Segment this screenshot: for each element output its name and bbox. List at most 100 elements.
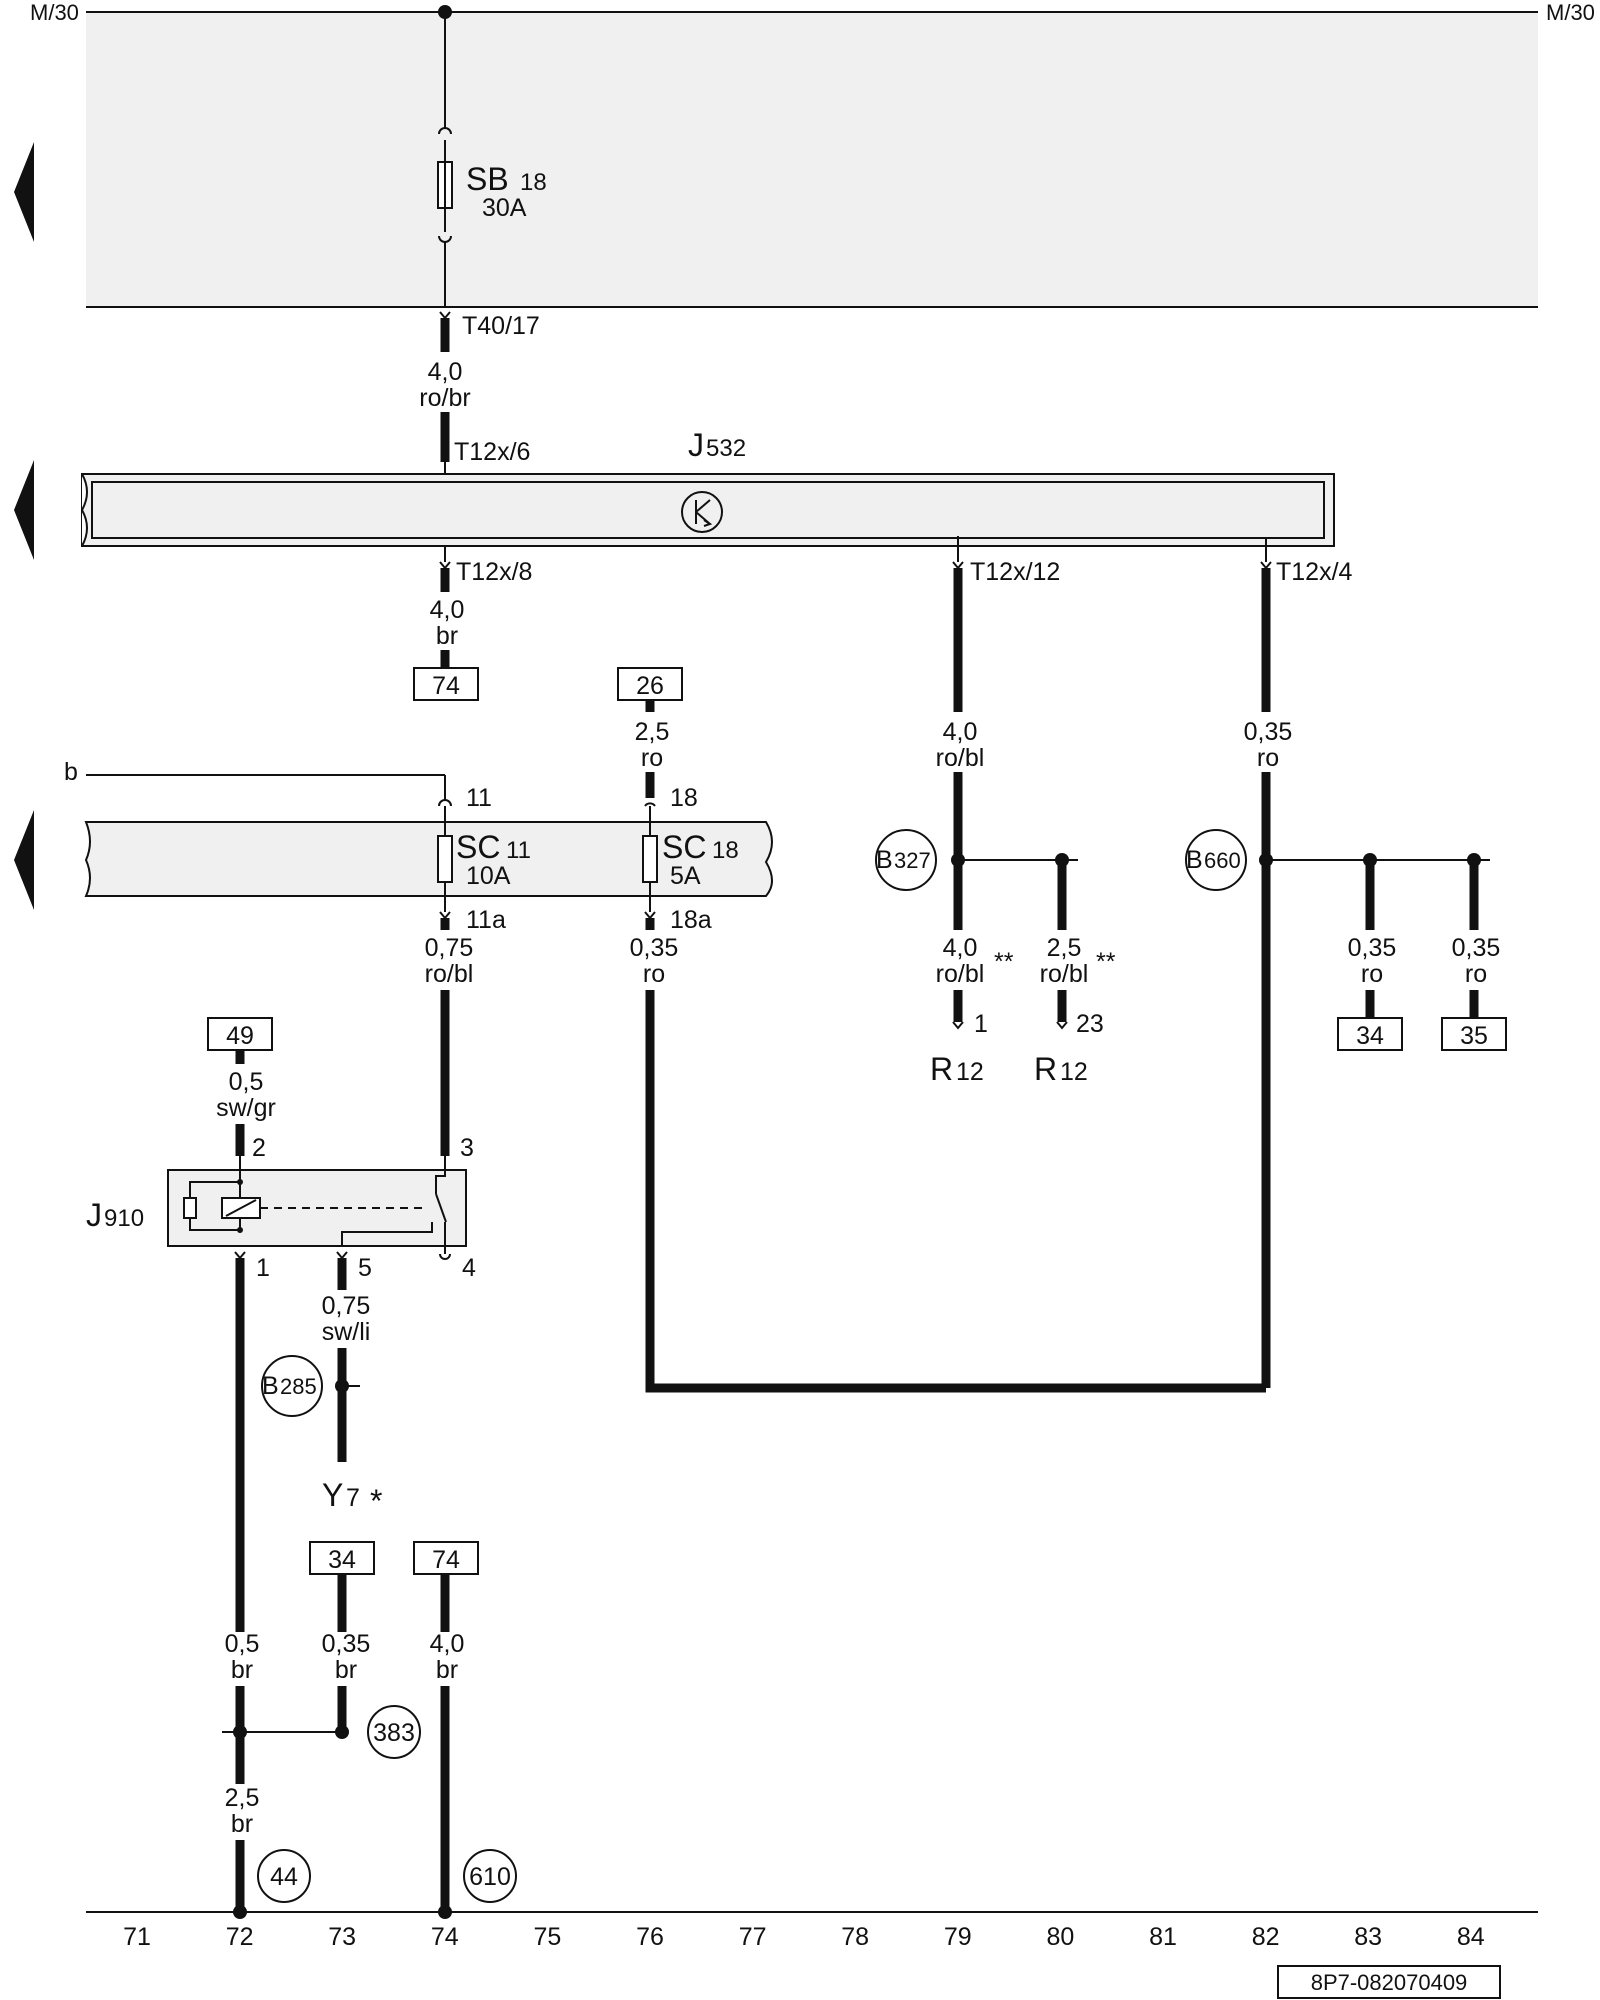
node-44 xyxy=(257,1849,311,1903)
ref-26: 26 xyxy=(636,672,664,700)
wire-label-color: sw/li xyxy=(322,1318,371,1346)
wire-label-size: 0,5 xyxy=(229,1068,264,1096)
wire-label-size: 0,35 xyxy=(1452,934,1501,962)
r12-right-pin: 23 xyxy=(1076,1010,1104,1038)
ref-74: 74 xyxy=(432,672,460,700)
wire-label-color: ro/bl xyxy=(425,960,474,988)
relay-pin-1-icon xyxy=(234,1251,246,1260)
wire-label-size: 4,0 xyxy=(428,358,463,386)
wire-sc18-loop xyxy=(645,990,1266,1393)
fuse-sc18-out-icon xyxy=(644,911,656,920)
wire-label-size: 0,35 xyxy=(1348,934,1397,962)
fuse-sb-rating: 30A xyxy=(482,194,527,222)
fuse-sc18-icon xyxy=(642,835,658,883)
wire-label-size: 4,0 xyxy=(430,596,465,624)
connector-t12x-6: T12x/6 xyxy=(454,438,530,466)
ref-box-34-lower xyxy=(309,1541,375,1575)
wire-label-size: 4,0 xyxy=(943,718,978,746)
fuse-sc11-out-icon xyxy=(439,911,451,920)
fuse-sb-name: SB xyxy=(466,161,509,197)
signal-b-label: b xyxy=(64,758,78,786)
y7-num: 7 xyxy=(346,1484,360,1512)
left-arrow-1-icon xyxy=(14,142,34,242)
connector-t12x-12: T12x/12 xyxy=(970,558,1060,586)
fuse-sb-cap-top xyxy=(438,127,452,135)
left-arrow-2-icon xyxy=(14,460,34,560)
j910-name: J xyxy=(86,1197,102,1233)
ref-box-74 xyxy=(413,667,479,701)
wire-label-color: ro/br xyxy=(419,384,470,412)
node-b660-name: B xyxy=(1186,846,1203,874)
rail-label-left: M/30 xyxy=(30,0,79,25)
wire-label-color: br xyxy=(335,1656,357,1684)
grid-number: 78 xyxy=(841,1923,869,1951)
wire-label-color: ro xyxy=(641,744,663,772)
fuse-sc18-pin-in: 18 xyxy=(670,784,698,812)
grid-number: 72 xyxy=(226,1923,254,1951)
transistor-symbol xyxy=(695,499,713,527)
y7-name: Y xyxy=(322,1477,343,1513)
node-b285-name: B xyxy=(262,1372,279,1400)
grid-number: 71 xyxy=(123,1923,151,1951)
wire-label-size: 0,35 xyxy=(1244,718,1293,746)
wire-label-color: ro/bl xyxy=(1040,960,1089,988)
r12-right-mark: ** xyxy=(1096,948,1116,976)
wire-label-size: 0,75 xyxy=(425,934,474,962)
wire-label-color: ro xyxy=(1465,960,1487,988)
fuse-sc18-name: SC xyxy=(662,829,706,865)
left-arrow-3-icon xyxy=(14,810,34,910)
node-b285 xyxy=(261,1355,323,1417)
relay-pin-4: 4 xyxy=(462,1254,476,1282)
wire-label-color: ro xyxy=(1361,960,1383,988)
node-383 xyxy=(367,1705,421,1759)
transistor-icon xyxy=(681,491,723,533)
node-b660 xyxy=(1185,829,1247,891)
grid-number: 76 xyxy=(636,1923,664,1951)
relay-switch-blade xyxy=(435,1193,447,1223)
r12-right-num: 12 xyxy=(1060,1058,1088,1086)
grid-number: 77 xyxy=(739,1923,767,1951)
wire-label-size: 2,5 xyxy=(1047,934,1082,962)
wire-label-size: 2,5 xyxy=(225,1784,260,1812)
top-power-panel xyxy=(86,12,1538,307)
node-b327 xyxy=(875,829,937,891)
wire-label-size: 0,35 xyxy=(322,1630,371,1658)
grid-number: 82 xyxy=(1252,1923,1280,1951)
rail-label-right: M/30 xyxy=(1546,0,1595,25)
relay-pin-1: 1 xyxy=(256,1254,270,1282)
fuse-sc11-num: 11 xyxy=(506,837,531,864)
relay-coil-diagonal xyxy=(225,1199,257,1217)
fuse-sc11-name: SC xyxy=(456,829,500,865)
node-383-label: 383 xyxy=(373,1719,415,1747)
fuse-sc18-cap-top xyxy=(644,802,656,807)
ref-35: 35 xyxy=(1460,1022,1488,1050)
y7-mark: * xyxy=(370,1483,382,1519)
relay-pin-2: 2 xyxy=(252,1134,266,1162)
r12-left-mark: ** xyxy=(994,948,1014,976)
fuse-sc11-rating: 10A xyxy=(466,862,511,890)
ref-box-35 xyxy=(1441,1017,1507,1051)
wire-label-size: 0,35 xyxy=(630,934,679,962)
ref-box-49 xyxy=(207,1017,273,1051)
r12-right-pin-icon xyxy=(1056,1021,1068,1030)
connector-t40-17-icon xyxy=(439,311,451,320)
j910-num: 910 xyxy=(104,1205,144,1232)
wire-label-size: 0,5 xyxy=(225,1630,260,1658)
grid-number: 79 xyxy=(944,1923,972,1951)
node-b660-num: 660 xyxy=(1204,848,1241,873)
grid-number: 74 xyxy=(431,1923,459,1951)
fuse-sc11-cap-top xyxy=(438,799,452,807)
fuse-sc18-num: 18 xyxy=(712,837,739,864)
wire-label-size: 0,75 xyxy=(322,1292,371,1320)
wire-label-color: ro/bl xyxy=(936,744,985,772)
connector-t12x-8: T12x/8 xyxy=(456,558,532,586)
wire-label-color: sw/gr xyxy=(216,1094,276,1122)
r12-left-num: 12 xyxy=(956,1058,984,1086)
relay-internal-5 xyxy=(341,1222,433,1246)
relay-switch-top xyxy=(435,1156,446,1194)
node-b327-name: B xyxy=(876,846,893,874)
r12-left-pin: 1 xyxy=(974,1010,988,1038)
relay-resistor-icon xyxy=(183,1197,197,1219)
fuse-panel-sc xyxy=(84,821,773,897)
